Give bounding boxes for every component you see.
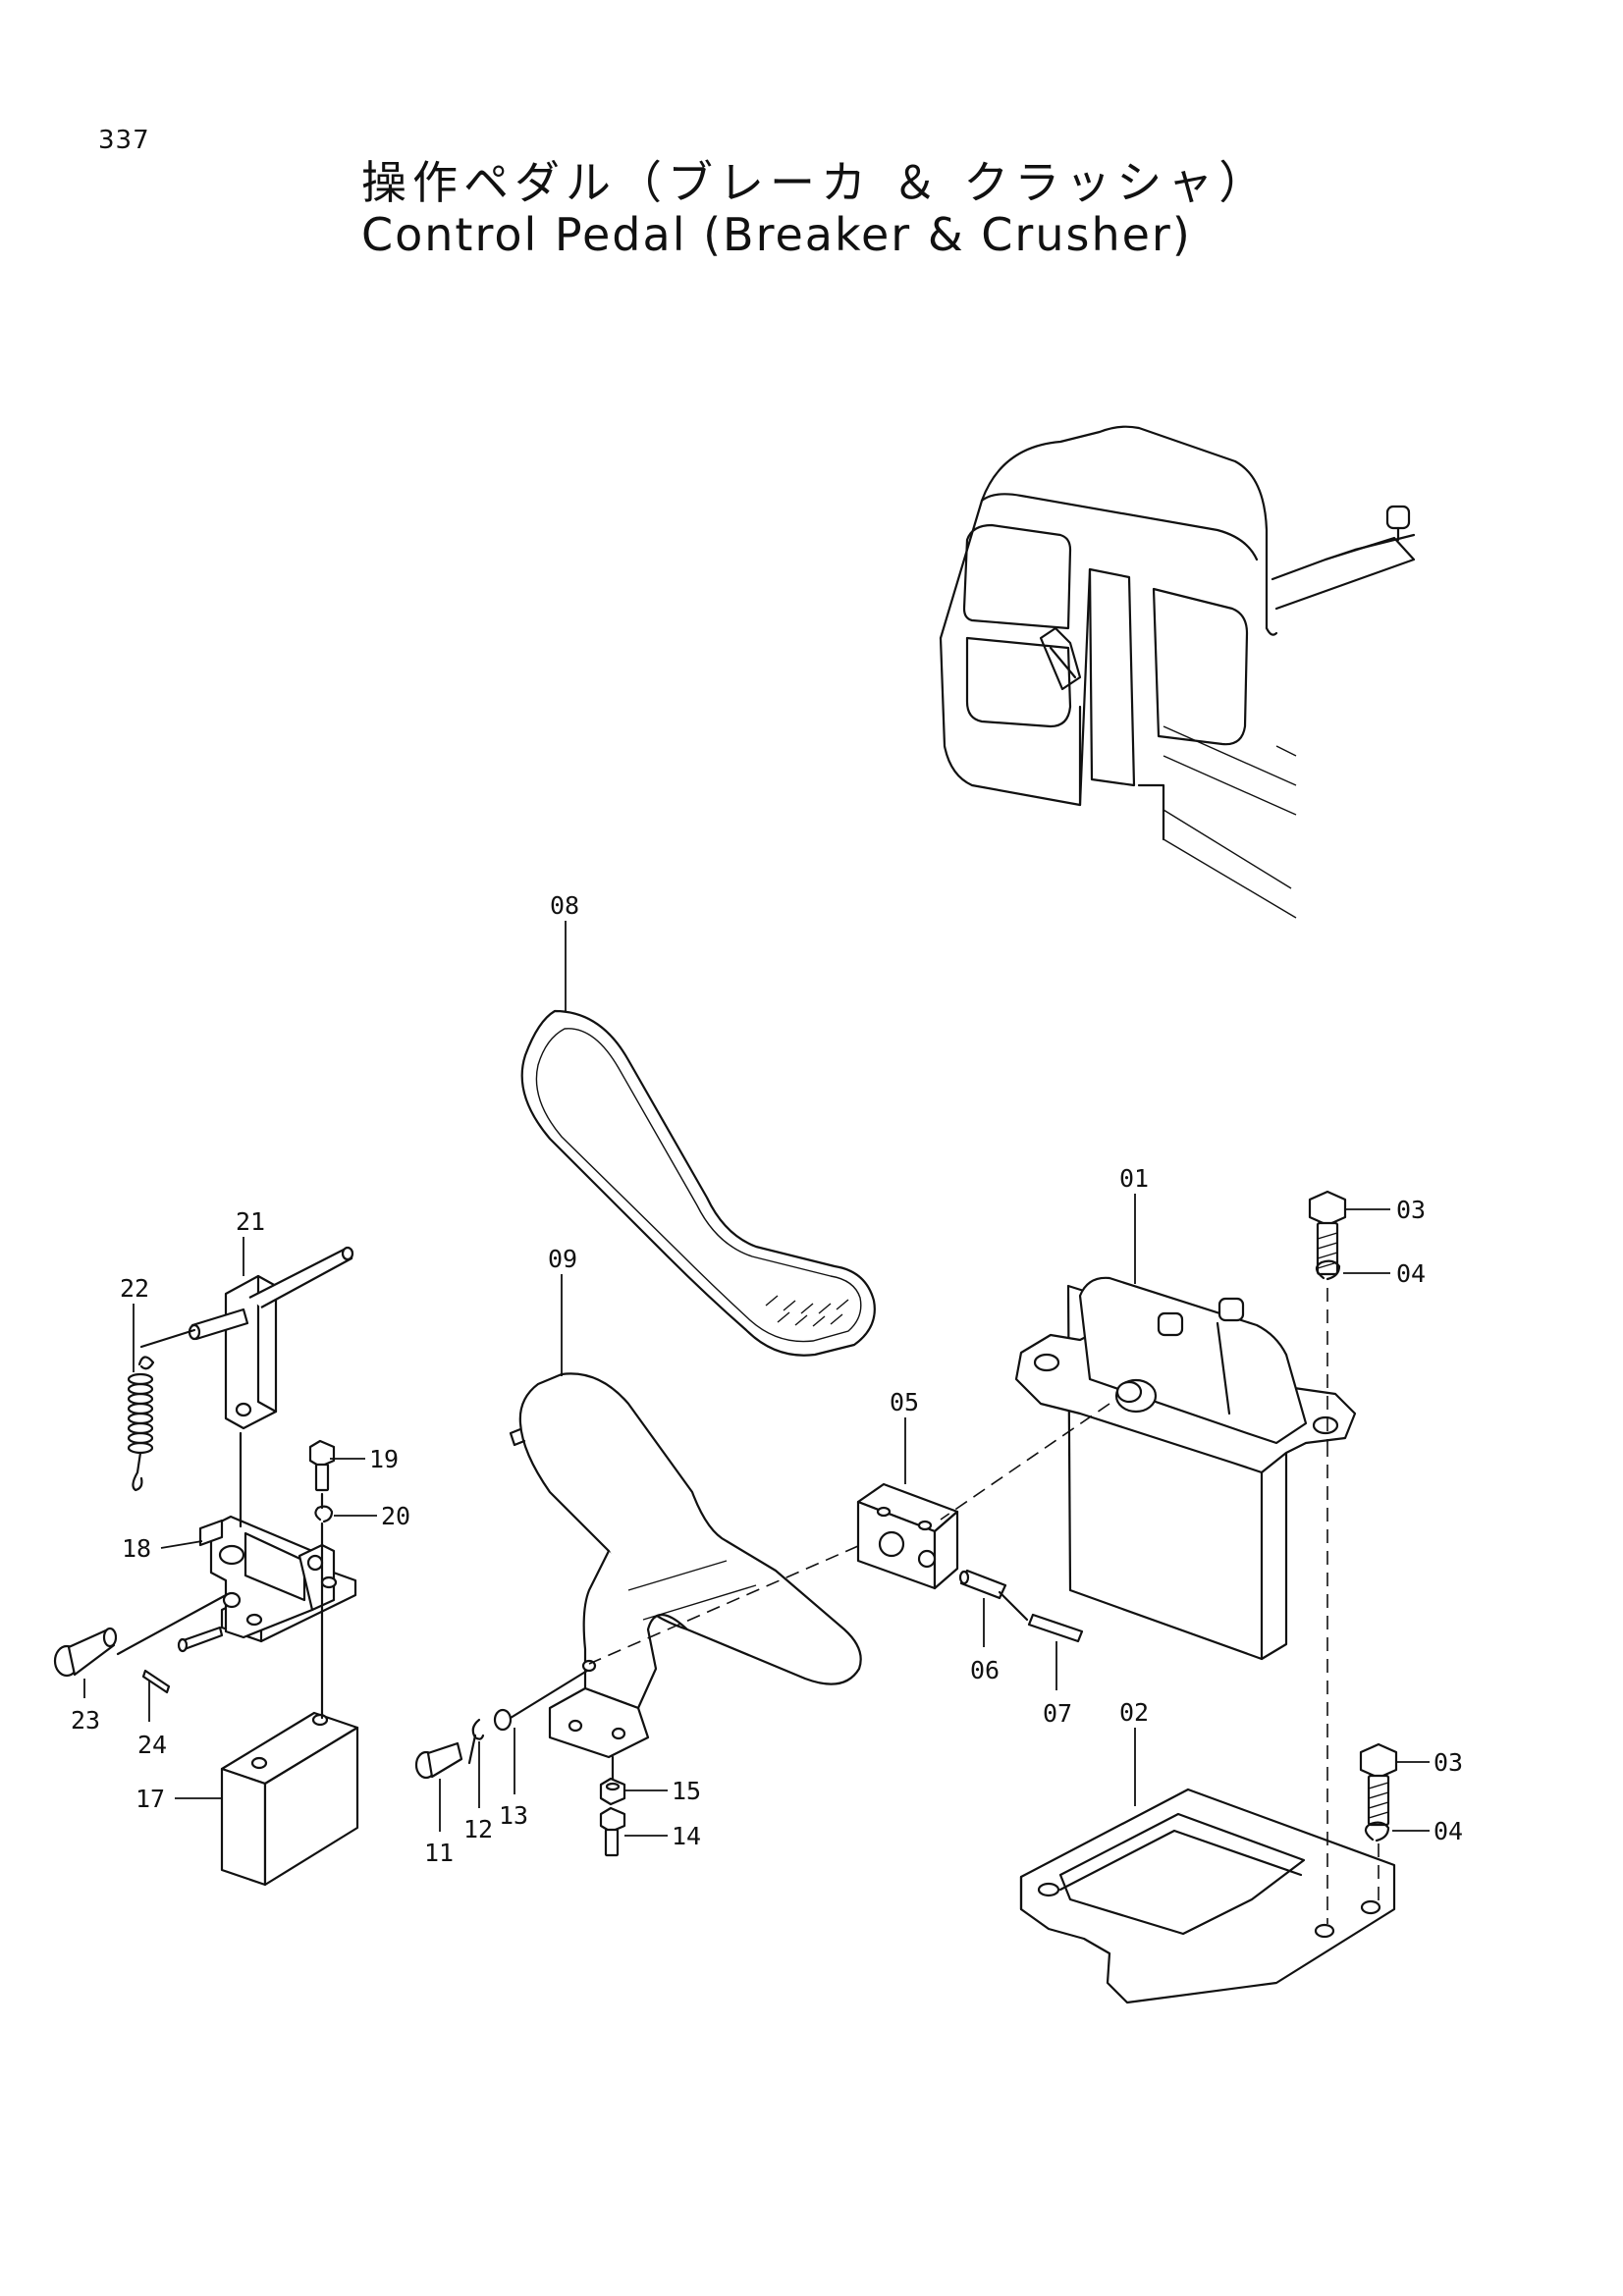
part-21-lever <box>188 1246 354 1430</box>
part-13-washer <box>493 1708 513 1732</box>
callout-09: 09 <box>548 1245 577 1273</box>
callout-04-upper: 04 <box>1396 1259 1426 1288</box>
callout-labels: 01 02 03 03 04 04 05 06 07 08 09 11 12 1… <box>71 891 1463 1867</box>
callout-03-lower: 03 <box>1434 1748 1463 1777</box>
part-01-pilot-valve <box>1014 1276 1357 1661</box>
callout-24: 24 <box>137 1731 167 1759</box>
cab-overview-illustration <box>939 425 1416 919</box>
callout-04-lower: 04 <box>1434 1817 1463 1845</box>
part-04-washer-upper <box>1315 1259 1341 1281</box>
title-english: Control Pedal (Breaker & Crusher) <box>361 208 1192 261</box>
part-19-bolt <box>308 1439 336 1492</box>
part-06-pin <box>958 1569 1007 1600</box>
callout-17: 17 <box>135 1785 165 1813</box>
page-number: 337 <box>98 126 150 155</box>
part-24-cotter-pin <box>141 1669 171 1694</box>
callout-01: 01 <box>1119 1164 1149 1193</box>
part-11-bolt <box>414 1741 463 1780</box>
callout-06: 06 <box>970 1656 1000 1684</box>
part-17-block <box>220 1711 359 1887</box>
assembly-lines <box>116 1288 1380 1924</box>
callout-14: 14 <box>672 1822 701 1850</box>
part-22-spring <box>127 1356 155 1492</box>
part-05-coupling-block <box>856 1482 959 1590</box>
callout-23: 23 <box>71 1706 100 1735</box>
callout-08: 08 <box>550 891 579 920</box>
part-20-washer <box>314 1505 334 1523</box>
part-07-pin <box>1027 1613 1084 1643</box>
part-15-nut <box>599 1777 626 1806</box>
callout-19: 19 <box>369 1445 399 1473</box>
part-02-mounting-plate <box>1019 1788 1396 2004</box>
callout-20: 20 <box>381 1502 410 1530</box>
part-18-bracket <box>177 1515 357 1653</box>
callout-21: 21 <box>236 1207 265 1236</box>
callout-22: 22 <box>120 1274 149 1303</box>
callout-13: 13 <box>499 1801 528 1830</box>
callout-15: 15 <box>672 1777 701 1805</box>
title-japanese: 操作ペダル（ブレーカ ＆ クラッシャ） <box>361 156 1271 209</box>
callout-18: 18 <box>122 1534 151 1563</box>
part-14-bolt <box>599 1806 626 1857</box>
part-08-pedal-pad <box>520 1009 876 1357</box>
part-03-bolt-lower <box>1359 1742 1398 1827</box>
callout-05: 05 <box>890 1388 919 1416</box>
part-04-washer-lower <box>1364 1821 1390 1842</box>
part-23-pin <box>53 1627 118 1678</box>
callout-leaders <box>83 921 1430 1837</box>
callout-12: 12 <box>463 1815 493 1843</box>
callout-03-upper: 03 <box>1396 1196 1426 1224</box>
callout-02: 02 <box>1119 1698 1149 1727</box>
callout-07: 07 <box>1043 1699 1072 1728</box>
part-09-pedal-arm <box>509 1372 862 1759</box>
callout-11: 11 <box>424 1839 454 1867</box>
